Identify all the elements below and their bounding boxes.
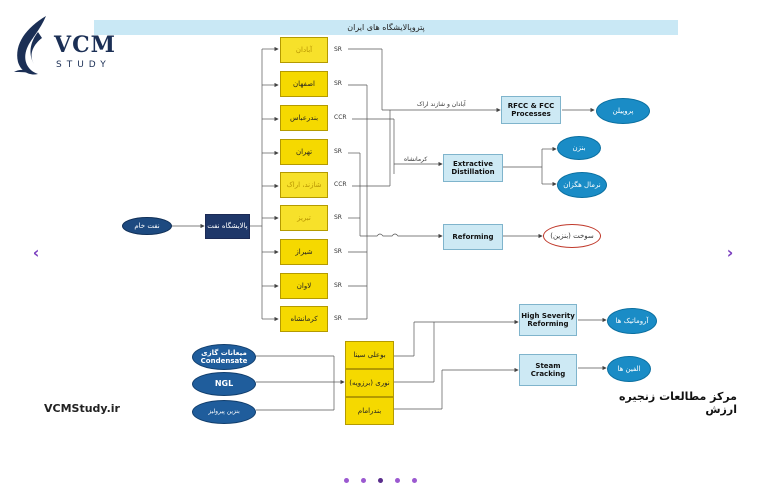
refinery-tag: SR — [334, 282, 342, 289]
refinery-name: شیراز — [295, 247, 313, 256]
refinery-box: شازند، اراک — [280, 172, 328, 198]
refinery-name: تهران — [295, 147, 313, 156]
refinery-tag: SR — [334, 248, 342, 255]
normal-hexane-product: نرمال هگزان — [557, 172, 607, 198]
flow-lines — [172, 46, 607, 411]
steam-cracking-process: Steam Cracking — [519, 354, 577, 386]
refinery-name: اصفهان — [293, 79, 315, 88]
gas-condensate-label: میعانات گازی — [201, 348, 247, 357]
refinery-tag: SR — [334, 80, 342, 87]
refinery-name: بندرعباس — [289, 113, 319, 122]
carousel-dot[interactable] — [395, 478, 400, 483]
carousel-dot[interactable] — [412, 478, 417, 483]
logo-vcm-text: VCM — [54, 32, 116, 58]
refinery-name: آبادان — [295, 45, 313, 54]
refinery-tag: CCR — [334, 114, 347, 121]
gas-plant-box: بندرامام — [345, 397, 394, 425]
olefins-product: الفین ها — [607, 356, 651, 382]
high-severity-reforming-process: High Severity Reforming — [519, 304, 577, 336]
gas-plant-box: بوعلی سینا — [345, 341, 394, 369]
refinery-box: آبادان — [280, 37, 328, 63]
reforming-process: Reforming — [443, 224, 503, 250]
site-url: VCMStudy.ir — [44, 402, 120, 415]
diagram-title: پتروپالایشگاه های ایران — [94, 20, 678, 35]
refinery-node: پالایشگاه نفت — [205, 214, 250, 239]
vcm-logo: VCM STUDY — [8, 8, 138, 80]
refinery-tag: SR — [334, 46, 342, 53]
flame-icon — [14, 16, 46, 75]
gas-plant-name: بوعلی سینا — [353, 350, 386, 359]
note-kermanshah: کرمانشاه — [404, 156, 428, 163]
gas-plant-name: بندرامام — [357, 406, 382, 415]
crude-oil-node: نفت خام — [122, 217, 172, 235]
pyrolysis-gasoline-feed: بنزین پیرولیز — [192, 400, 256, 424]
ngl-feed: NGL — [192, 372, 256, 396]
logo-study-text: STUDY — [56, 60, 111, 70]
refinery-box: کرمانشاه — [280, 306, 328, 332]
refinery-name: شازند، اراک — [286, 180, 322, 189]
rfcc-process: RFCC & FCC Processes — [501, 96, 561, 124]
carousel-dot[interactable] — [361, 478, 366, 483]
extractive-distillation-process: Extractive Distillation — [443, 154, 503, 182]
gas-plant-name: نوری (برزویه) — [349, 378, 390, 387]
refinery-box: اصفهان — [280, 71, 328, 97]
carousel-dot[interactable] — [344, 478, 349, 483]
refinery-tag: SR — [334, 148, 342, 155]
caption: مرکز مطالعات زنجیره ارزش — [619, 390, 737, 416]
note-abadan-arak: آبادان و شازند اراک — [417, 101, 466, 108]
condensate-label: Condensate — [200, 357, 248, 365]
refinery-name: کرمانشاه — [290, 314, 318, 323]
carousel-dots — [344, 478, 417, 483]
gas-plant-box: نوری (برزویه) — [345, 369, 394, 397]
refinery-box: شیراز — [280, 239, 328, 265]
aromatics-product: آروماتیک ها — [607, 308, 657, 334]
benzene-product: بنزن — [557, 136, 601, 160]
gas-condensate-feed: میعانات گازی Condensate — [192, 344, 256, 370]
prev-slide-button[interactable]: ‹ — [32, 242, 40, 262]
slide: پتروپالایشگاه های ایران آبادان و شازند ا… — [22, 14, 737, 430]
refinery-tag: SR — [334, 315, 342, 322]
carousel-dot[interactable] — [378, 478, 383, 483]
refinery-box: تبریز — [280, 205, 328, 231]
propylene-product: پروپیلن — [596, 98, 650, 124]
refinery-tag: CCR — [334, 181, 347, 188]
refinery-tag: SR — [334, 214, 342, 221]
fuel-product: سوخت (بنزین) — [543, 224, 601, 248]
next-slide-button[interactable]: › — [726, 242, 734, 262]
refinery-box: تهران — [280, 139, 328, 165]
refinery-name: تبریز — [297, 213, 311, 222]
refinery-box: بندرعباس — [280, 105, 328, 131]
refinery-name: لاوان — [296, 281, 312, 290]
refinery-box: لاوان — [280, 273, 328, 299]
